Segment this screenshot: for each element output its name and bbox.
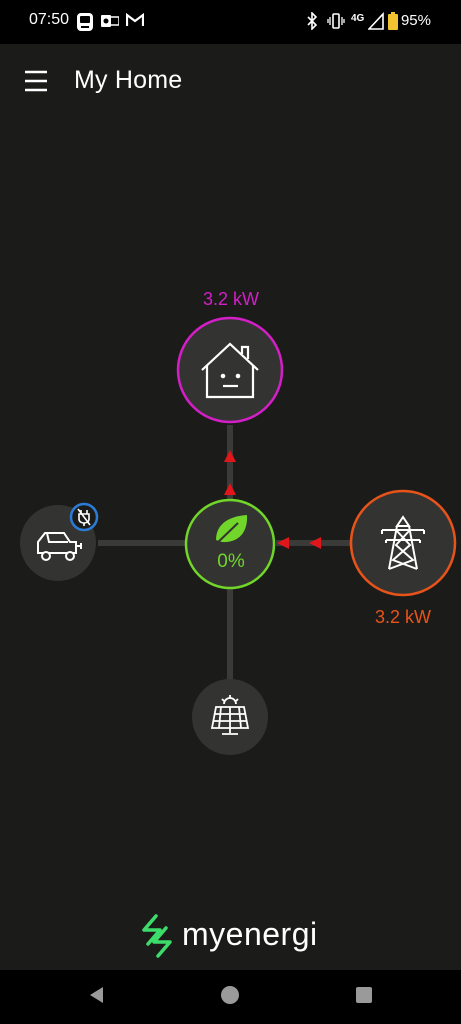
recents-icon[interactable] xyxy=(353,984,375,1006)
vibrate-icon xyxy=(327,13,345,29)
grid-node[interactable] xyxy=(349,489,457,597)
system-nav-bar xyxy=(0,970,461,1024)
hub-node[interactable] xyxy=(184,498,276,590)
battery-percent: 95% xyxy=(400,12,431,29)
home-node[interactable] xyxy=(176,316,284,424)
ev-car-icon xyxy=(37,532,82,561)
outlook-icon xyxy=(101,15,119,27)
gmail-icon xyxy=(126,12,144,26)
flow-arrow-left xyxy=(277,537,289,549)
myenergi-logo-icon xyxy=(142,914,172,958)
tv-app-icon xyxy=(77,13,93,31)
home-power-readout: 3.2 kW xyxy=(202,289,259,309)
brand-logo: myenergi xyxy=(140,912,330,962)
flow-arrow-left xyxy=(309,537,321,549)
solar-panel-icon xyxy=(210,695,250,735)
flow-arrow-up xyxy=(224,450,236,462)
bluetooth-icon xyxy=(307,12,318,30)
house-face-icon xyxy=(201,342,259,399)
page-title: My Home xyxy=(74,66,183,94)
status-time: 07:50 xyxy=(29,11,70,28)
leaf-icon xyxy=(213,515,248,547)
pylon-icon xyxy=(381,515,425,570)
ev-status-badge xyxy=(69,502,99,532)
home-icon[interactable] xyxy=(219,984,241,1006)
menu-button[interactable] xyxy=(14,62,58,102)
self-sufficiency-readout: 0% xyxy=(217,551,245,572)
network-type: 4G xyxy=(351,13,365,24)
grid-power-readout: 3.2 kW xyxy=(374,607,431,627)
flow-arrow-up xyxy=(224,483,236,495)
hamburger-menu-icon[interactable] xyxy=(14,62,58,102)
brand-name: myenergi xyxy=(182,916,318,952)
battery-icon xyxy=(388,12,398,30)
app-bar: My Home xyxy=(0,44,461,120)
back-icon[interactable] xyxy=(86,984,108,1006)
signal-icon xyxy=(368,12,384,30)
unplugged-icon xyxy=(77,508,91,526)
solar-node[interactable] xyxy=(192,679,268,755)
status-bar: 07:50 4G 95% xyxy=(0,0,461,44)
